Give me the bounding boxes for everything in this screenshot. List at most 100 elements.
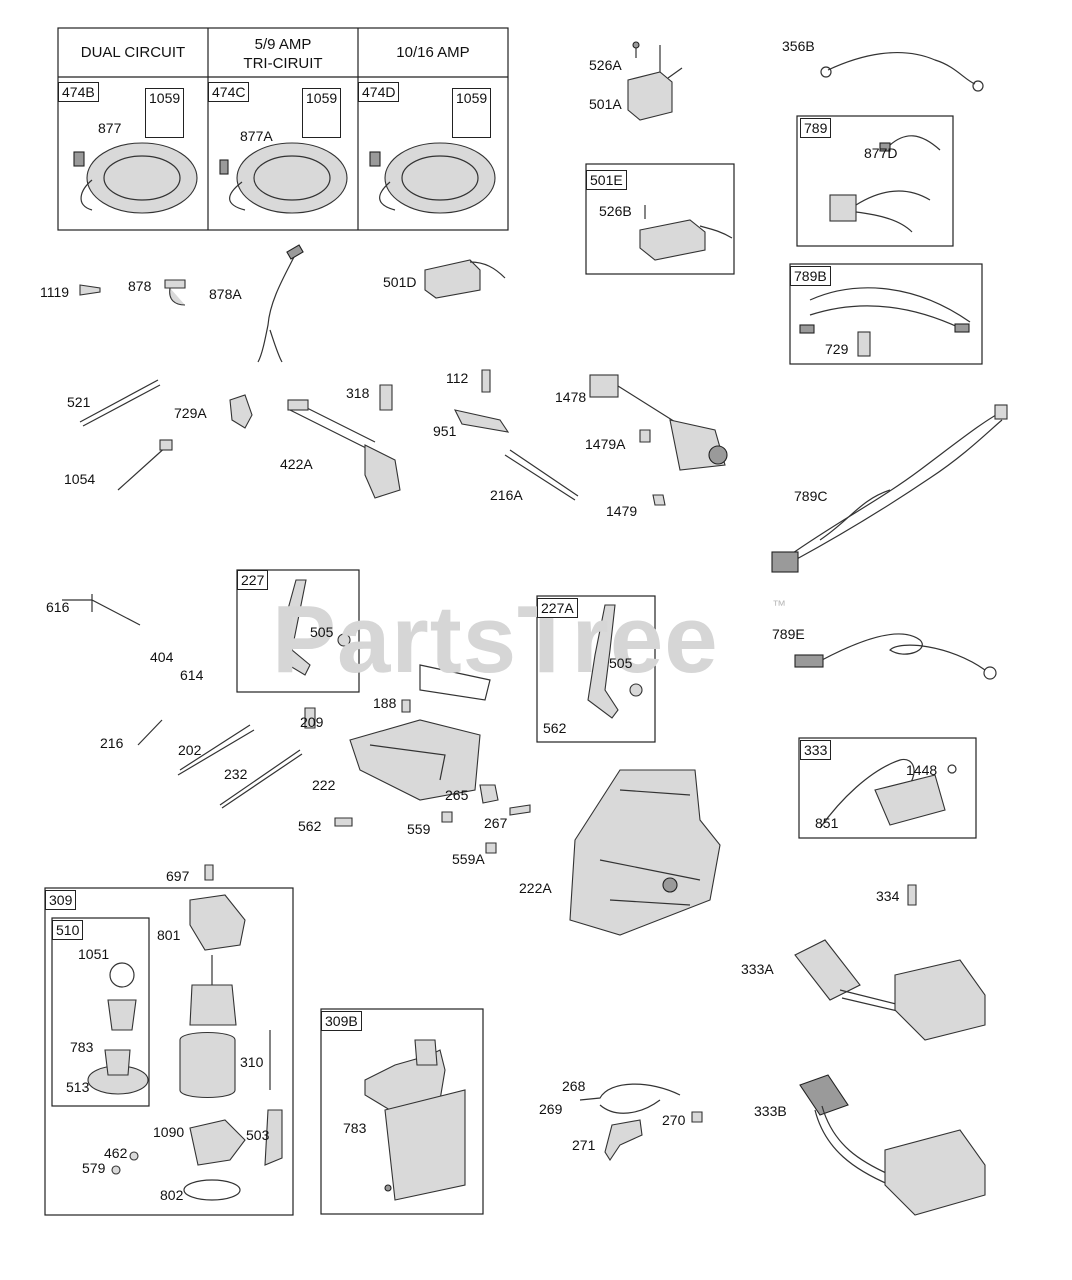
part-label-503: 503 (246, 1127, 270, 1143)
group-tag-1059-b: 1059 (302, 88, 342, 138)
part-label-877: 877 (98, 120, 122, 136)
wiring-harness-789c-drawing (771, 404, 1008, 573)
part-label-216: 216 (100, 735, 124, 751)
part-label-222a: 222A (519, 880, 552, 896)
part-label-333b: 333B (754, 1103, 787, 1119)
part-label-505-b: 505 (609, 655, 633, 671)
control-bracket-222-drawing (349, 664, 491, 801)
part-label-878: 878 (128, 278, 152, 294)
wire-lead-878a-drawing (257, 244, 304, 363)
part-label-1448: 1448 (906, 762, 938, 778)
part-label-729a: 729A (174, 405, 207, 421)
control-bracket-222a-drawing (569, 769, 721, 936)
ground-wire-789e-drawing (794, 633, 997, 680)
part-label-188: 188 (373, 695, 397, 711)
part-label-1090: 1090 (153, 1124, 185, 1140)
screw-1119-drawing (79, 284, 101, 296)
harness-789-drawing (829, 135, 941, 233)
part-label-505-a: 505 (310, 624, 334, 640)
part-label-801: 801 (157, 927, 181, 943)
part-label-356b: 356B (782, 38, 815, 54)
part-label-616: 616 (46, 599, 70, 615)
part-label-318: 318 (346, 385, 370, 401)
group-tag-333: 333 (800, 740, 832, 760)
group-tag-309b: 309B (321, 1011, 362, 1031)
group-tag-474d: 474D (358, 82, 400, 102)
part-label-1054: 1054 (64, 471, 96, 487)
part-label-222: 222 (312, 777, 336, 793)
part-label-1479a: 1479A (585, 436, 626, 452)
part-label-112: 112 (446, 370, 469, 386)
part-label-269: 269 (539, 1101, 563, 1117)
part-label-267: 267 (484, 815, 508, 831)
part-label-802: 802 (160, 1187, 184, 1203)
starter-motor-309-exploded-drawing (87, 864, 283, 1201)
fuel-solenoid-1478-drawing (589, 374, 728, 506)
part-label-789c: 789C (794, 488, 828, 504)
ignition-coil-333a-drawing (794, 939, 986, 1041)
group-tag-510: 510 (52, 920, 84, 940)
header-10-16-amp: 10/16 AMP (396, 44, 470, 61)
group-tag-501e: 501E (586, 170, 627, 190)
part-label-521: 521 (67, 394, 91, 410)
part-label-209: 209 (300, 714, 324, 730)
header-dual-circuit: DUAL CIRCUIT (80, 44, 186, 61)
part-label-951: 951 (433, 423, 457, 439)
part-label-462: 462 (104, 1145, 128, 1161)
part-label-513: 513 (66, 1079, 90, 1095)
header-5-9-amp: 5/9 AMP (254, 36, 312, 53)
part-label-614: 614 (180, 667, 204, 683)
ignition-coil-333b-drawing (799, 1074, 986, 1216)
part-label-1478: 1478 (555, 389, 587, 405)
watermark-trademark: ™ (772, 597, 786, 613)
group-tag-1059-a: 1059 (145, 88, 185, 138)
part-label-697: 697 (166, 868, 190, 884)
group-tag-227a: 227A (537, 598, 578, 618)
part-label-334: 334 (876, 888, 900, 904)
part-label-526b: 526B (599, 203, 632, 219)
group-tag-309: 309 (45, 890, 77, 910)
harness-789b-drawing (799, 287, 971, 357)
part-label-202: 202 (178, 742, 202, 758)
part-label-404: 404 (150, 649, 174, 665)
part-label-789e: 789E (772, 626, 805, 642)
group-tag-474c: 474C (208, 82, 250, 102)
part-label-270: 270 (662, 1112, 686, 1128)
part-label-271: 271 (572, 1137, 596, 1153)
throttle-shaft-422a-drawing (287, 399, 401, 499)
part-label-559a: 559A (452, 851, 485, 867)
governor-lever-227-drawing (279, 579, 311, 676)
group-tag-227: 227 (237, 570, 269, 590)
part-label-783-b: 783 (343, 1120, 367, 1136)
group-tag-474b: 474B (58, 82, 99, 102)
part-label-562-b: 562 (298, 818, 322, 834)
part-label-232: 232 (224, 766, 248, 782)
part-label-559: 559 (407, 821, 431, 837)
watermark: PartsTree (272, 586, 719, 693)
group-tag-789b: 789B (790, 266, 831, 286)
part-label-729: 729 (825, 341, 849, 357)
regulator-501d-drawing (424, 259, 506, 299)
part-label-268: 268 (562, 1078, 586, 1094)
part-label-877d: 877D (864, 145, 898, 161)
header-tri-circuit: TRI-CIRUIT (243, 55, 323, 72)
stator-table-frame (57, 27, 509, 231)
part-label-310: 310 (240, 1054, 264, 1070)
part-label-878a: 878A (209, 286, 242, 302)
ground-wire-356b-drawing (820, 51, 984, 92)
part-label-333a: 333A (741, 961, 774, 977)
part-label-265: 265 (445, 787, 469, 803)
part-label-851: 851 (815, 815, 839, 831)
part-label-1051: 1051 (78, 946, 110, 962)
part-label-877a: 877A (240, 128, 273, 144)
part-label-1119: 1119 (40, 284, 70, 300)
part-label-422a: 422A (280, 456, 313, 472)
part-label-1479: 1479 (606, 503, 638, 519)
governor-lever-227a-drawing (587, 604, 619, 719)
ignition-coil-333-drawing (819, 758, 957, 829)
part-label-783-a: 783 (70, 1039, 94, 1055)
regulator-501e-drawing (639, 205, 733, 261)
brake-cable-assembly-drawing (579, 1083, 703, 1162)
